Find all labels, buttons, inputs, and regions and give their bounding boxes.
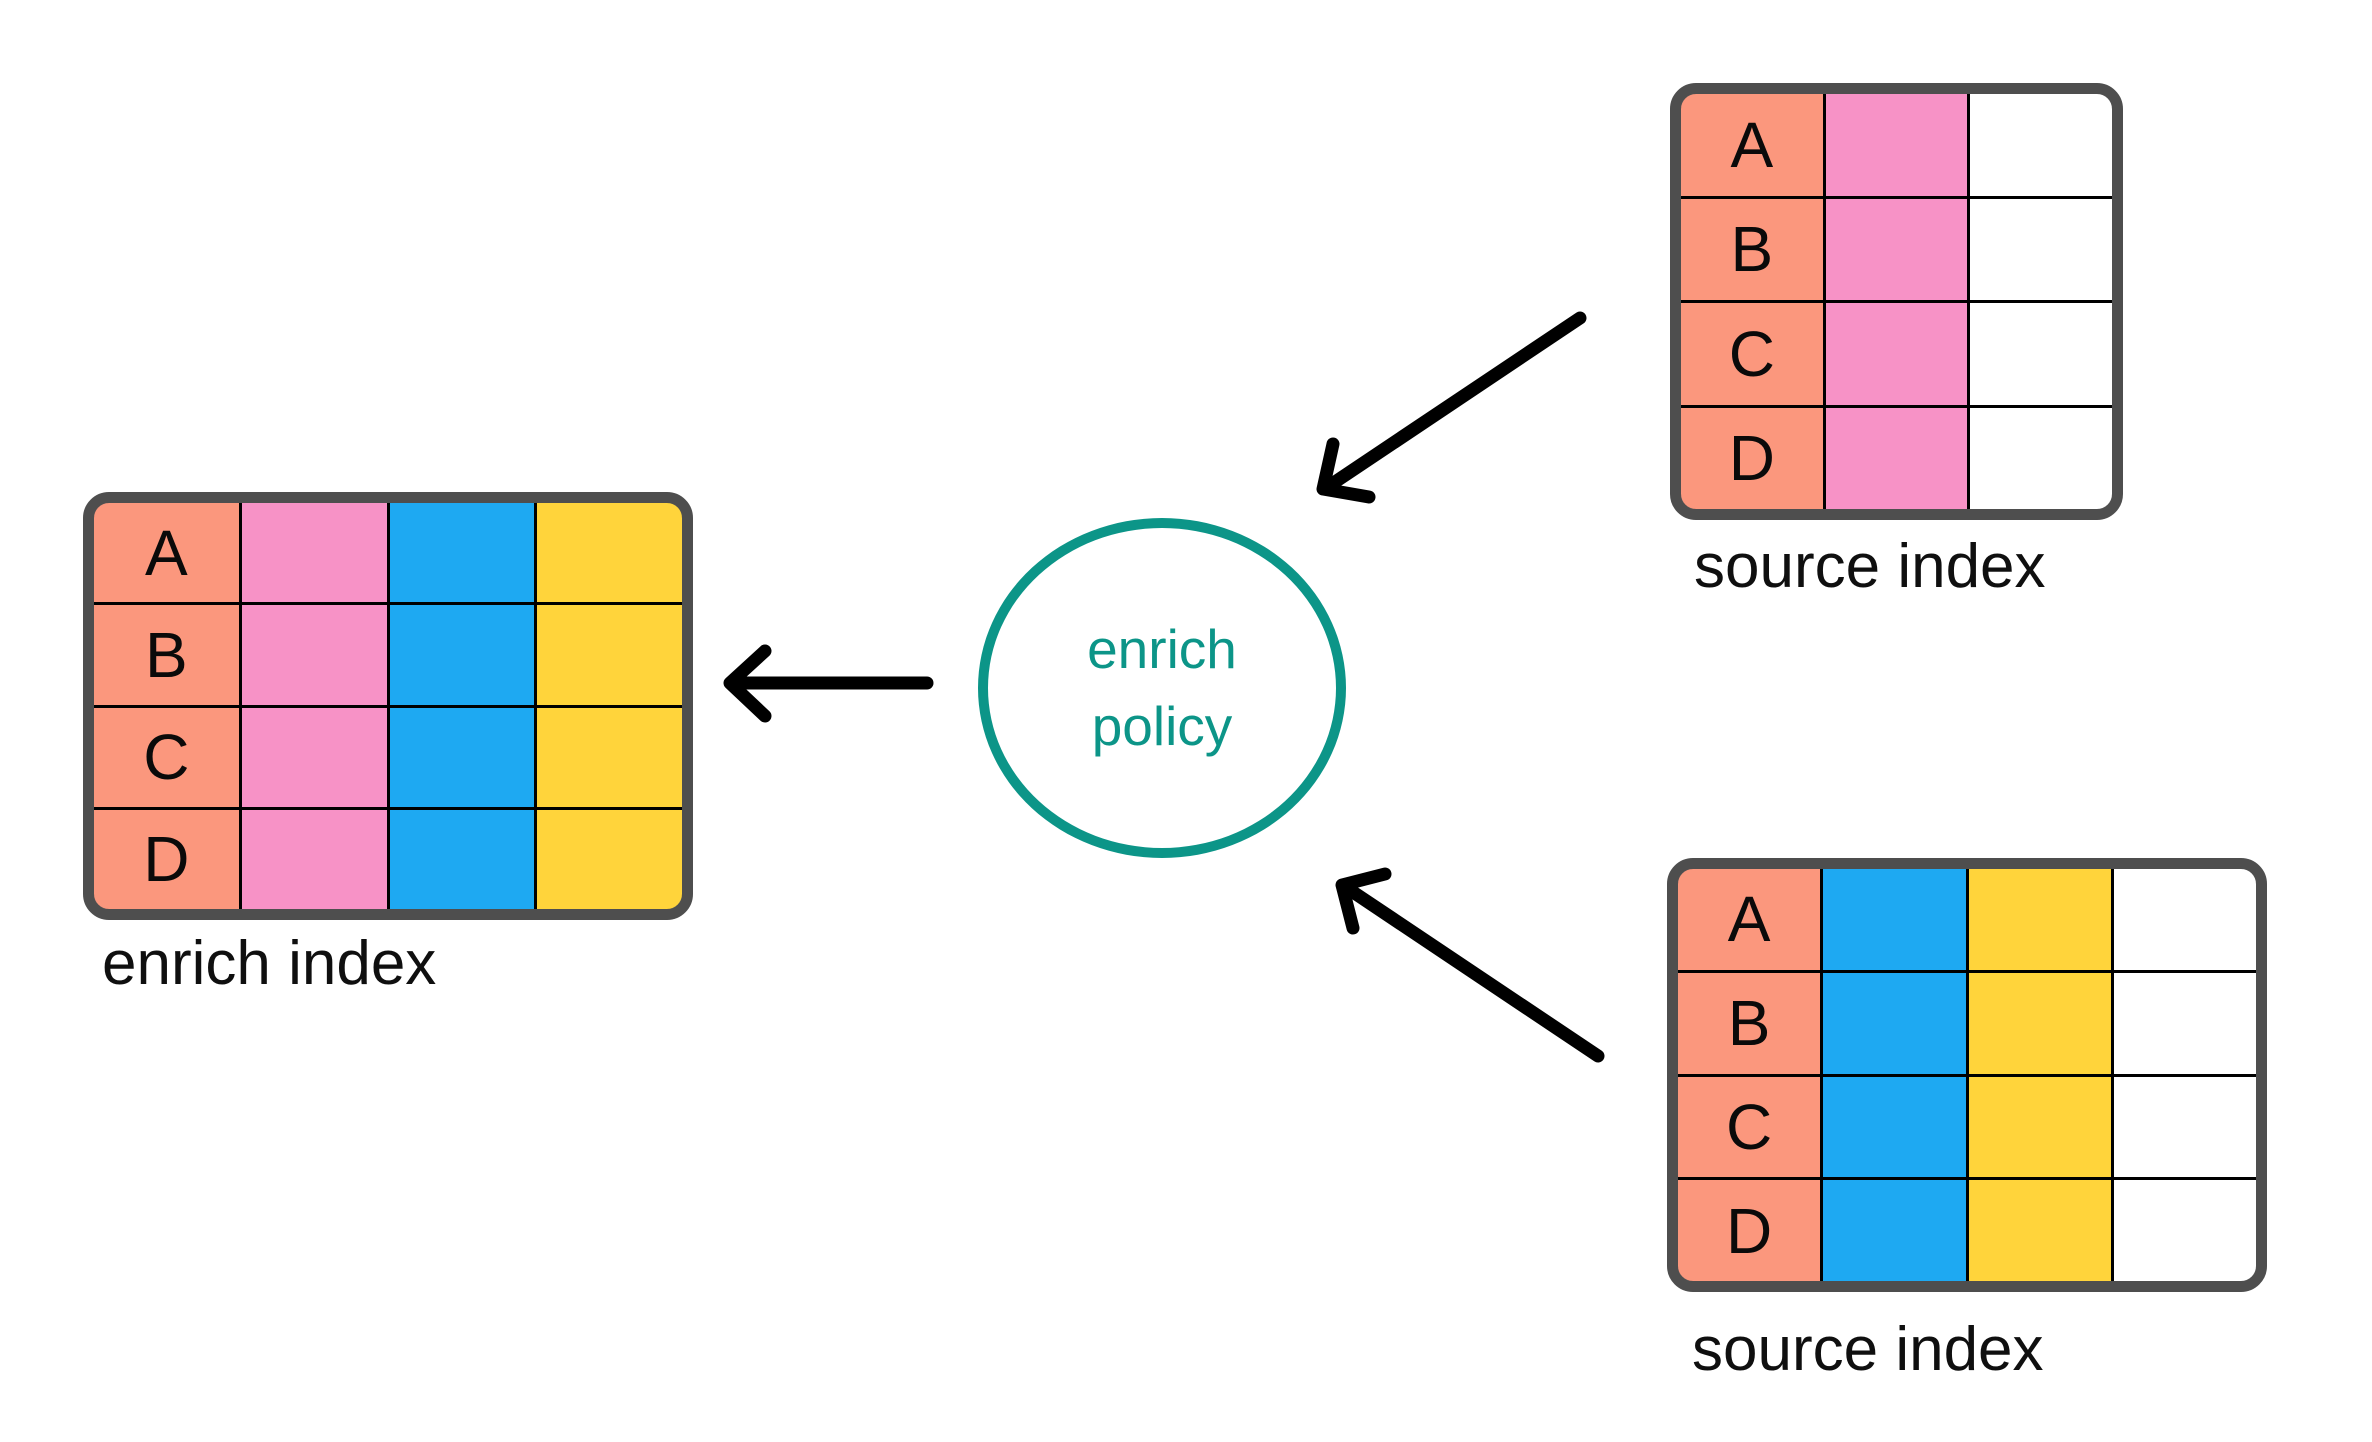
row-key-cell: B <box>1681 198 1823 300</box>
value-cell-empty <box>1970 94 2112 196</box>
value-cell-blue <box>1823 972 1966 1074</box>
row-key-cell: C <box>1678 1076 1821 1178</box>
row-key-cell: D <box>1681 407 1823 509</box>
value-cell-pink <box>241 503 387 603</box>
value-cell-yellow <box>537 503 682 603</box>
enrich-index-grid: A B C D <box>94 503 682 909</box>
value-cell-blue <box>1823 1076 1966 1178</box>
source-index-bottom-grid: A B C D <box>1678 869 2256 1281</box>
value-cell-yellow <box>537 605 682 705</box>
source-index-table-top: A B C D <box>1670 83 2123 520</box>
value-cell-empty <box>1970 303 2112 405</box>
row-key-cell: C <box>1681 303 1823 405</box>
value-cell-yellow <box>1968 1180 2111 1281</box>
value-cell-blue <box>1823 869 1966 970</box>
arrow-head-icon <box>1316 437 1376 504</box>
value-cell-empty <box>2113 869 2256 970</box>
value-cell-empty <box>1970 407 2112 509</box>
value-cell-blue <box>389 503 535 603</box>
arrow-bottom-source-to-policy <box>1335 867 1605 1063</box>
value-cell-empty <box>2113 1180 2256 1281</box>
value-cell-pink <box>1825 94 1968 196</box>
value-cell-yellow <box>537 809 682 909</box>
enrich-policy-line1: enrich <box>1087 618 1237 680</box>
arrow-head-icon <box>723 644 772 723</box>
source-index-table-bottom: A B C D <box>1667 858 2267 1292</box>
value-cell-blue <box>389 809 535 909</box>
source-index-top-label: source index <box>1694 532 2046 601</box>
value-cell-blue <box>389 605 535 705</box>
enrich-policy-circle: enrich policy <box>978 518 1346 858</box>
value-cell-yellow <box>1968 869 2111 970</box>
enrich-index-label: enrich index <box>102 929 437 998</box>
value-cell-yellow <box>537 707 682 807</box>
row-key-cell: A <box>1681 94 1823 196</box>
arrow-shaft <box>1328 311 1587 489</box>
value-cell-yellow <box>1968 1076 2111 1178</box>
source-index-top-grid: A B C D <box>1681 94 2112 509</box>
value-cell-empty <box>2113 972 2256 1074</box>
row-key-cell: A <box>94 503 239 603</box>
row-key-cell: B <box>94 605 239 705</box>
value-cell-pink <box>1825 198 1968 300</box>
value-cell-empty <box>2113 1076 2256 1178</box>
arrow-policy-to-enrich-index <box>723 644 934 723</box>
row-key-cell: C <box>94 707 239 807</box>
arrow-shaft <box>1346 885 1605 1063</box>
value-cell-pink <box>1825 407 1968 509</box>
value-cell-pink <box>241 605 387 705</box>
arrow-top-source-to-policy <box>1316 311 1587 504</box>
row-key-cell: D <box>1678 1180 1821 1281</box>
row-key-cell: B <box>1678 972 1821 1074</box>
value-cell-pink <box>1825 303 1968 405</box>
enrich-policy-line2: policy <box>1091 695 1233 757</box>
arrow-head-icon <box>1335 867 1392 935</box>
value-cell-pink <box>241 707 387 807</box>
enrich-index-table: A B C D <box>83 492 693 920</box>
value-cell-yellow <box>1968 972 2111 1074</box>
source-index-bottom-label: source index <box>1692 1315 2044 1384</box>
value-cell-pink <box>241 809 387 909</box>
value-cell-empty <box>1970 198 2112 300</box>
value-cell-blue <box>1823 1180 1966 1281</box>
row-key-cell: A <box>1678 869 1821 970</box>
row-key-cell: D <box>94 809 239 909</box>
value-cell-blue <box>389 707 535 807</box>
